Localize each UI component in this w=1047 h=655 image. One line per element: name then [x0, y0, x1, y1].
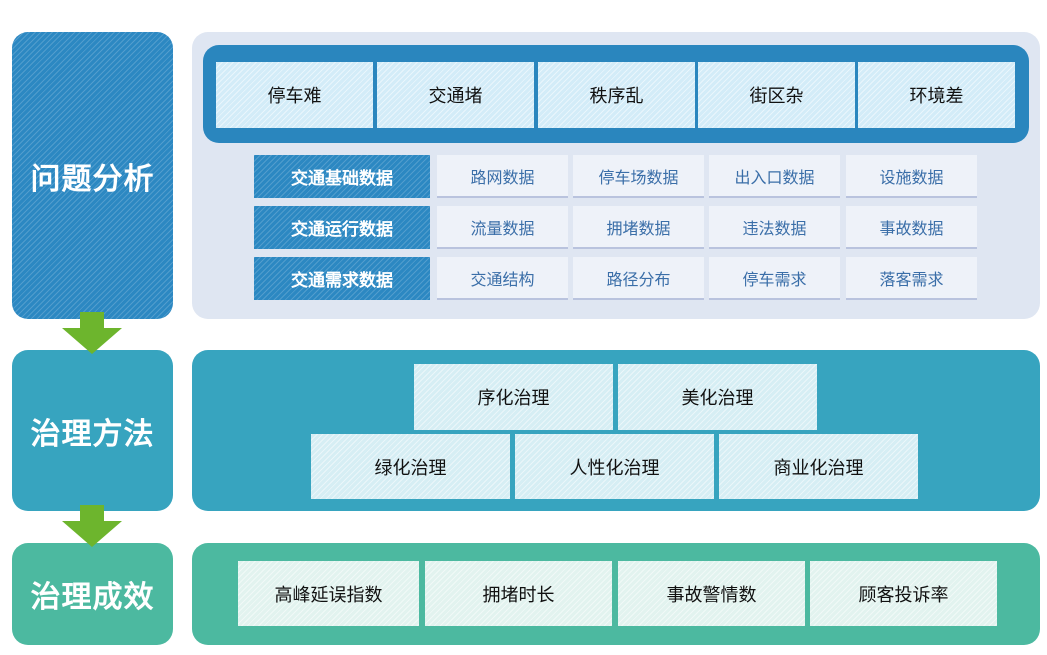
outcome-cell: 高峰延误指数 [238, 561, 419, 626]
data-item: 路网数据 [437, 155, 568, 198]
problem-cell: 街区杂 [698, 62, 855, 128]
problem-cell: 秩序乱 [538, 62, 695, 128]
data-item: 设施数据 [846, 155, 977, 198]
outcome-cell: 事故警情数 [618, 561, 805, 626]
data-item: 事故数据 [846, 206, 977, 249]
stage-governance-methods: 治理方法 [12, 350, 173, 511]
method-cell: 人性化治理 [515, 434, 714, 499]
data-category-label: 交通基础数据 [254, 155, 430, 198]
data-item: 交通结构 [437, 257, 568, 300]
down-arrow-icon [62, 312, 122, 354]
data-category-label: 交通运行数据 [254, 206, 430, 249]
data-item: 流量数据 [437, 206, 568, 249]
method-cell: 美化治理 [618, 364, 817, 430]
problem-cell: 交通堵 [377, 62, 534, 128]
data-item: 出入口数据 [709, 155, 840, 198]
problem-cell: 停车难 [216, 62, 373, 128]
data-item: 停车需求 [709, 257, 840, 300]
method-cell: 商业化治理 [719, 434, 918, 499]
data-category-label: 交通需求数据 [254, 257, 430, 300]
outcome-cell: 拥堵时长 [425, 561, 612, 626]
data-item: 落客需求 [846, 257, 977, 300]
stage-governance-outcomes: 治理成效 [12, 543, 173, 645]
stage-problem-analysis: 问题分析 [12, 32, 173, 319]
data-item: 拥堵数据 [573, 206, 704, 249]
method-cell: 序化治理 [414, 364, 613, 430]
data-item: 路径分布 [573, 257, 704, 300]
data-item: 停车场数据 [573, 155, 704, 198]
outcome-cell: 顾客投诉率 [810, 561, 997, 626]
down-arrow-icon [62, 505, 122, 547]
method-cell: 绿化治理 [311, 434, 510, 499]
data-item: 违法数据 [709, 206, 840, 249]
problem-cell: 环境差 [858, 62, 1015, 128]
